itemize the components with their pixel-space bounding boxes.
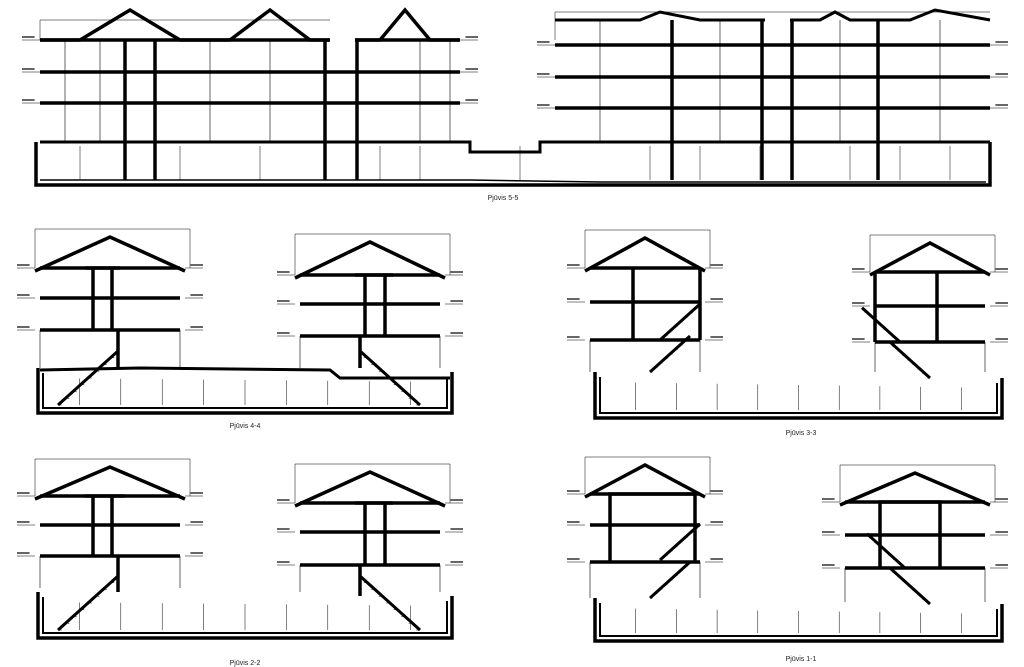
roof xyxy=(584,236,706,273)
dimension-frame xyxy=(39,19,330,40)
stair-core xyxy=(878,500,942,568)
section-3-3 xyxy=(567,229,1008,420)
basement-floor xyxy=(40,179,986,183)
caption-section-2-2: Pjūvis 2-2 xyxy=(229,660,261,667)
roof xyxy=(294,240,446,280)
tunnel-outline xyxy=(593,372,1004,420)
caption-section-1-1: Pjūvis 1-1 xyxy=(785,656,817,663)
tunnel-outline xyxy=(36,592,454,640)
dimension-frame xyxy=(294,463,451,503)
stair-core xyxy=(608,492,697,562)
roof xyxy=(294,470,446,508)
roof xyxy=(584,463,706,499)
foundation xyxy=(34,142,992,187)
dimension-frame xyxy=(839,464,996,502)
section-1-1 xyxy=(567,456,1008,643)
roof-slab xyxy=(355,7,460,42)
roof xyxy=(839,471,991,507)
caption-section-3-3: Pjūvis 3-3 xyxy=(785,430,817,437)
dimension-frame xyxy=(34,228,191,268)
tunnel-outline xyxy=(36,368,454,415)
dimension-frame xyxy=(34,458,191,496)
section-2-2 xyxy=(17,458,463,640)
roof-slab xyxy=(555,10,765,22)
dimension-frame xyxy=(554,11,990,40)
tunnel-inner xyxy=(599,377,998,414)
tunnel-inner xyxy=(42,597,448,634)
section-5-5 xyxy=(22,7,1008,187)
ramp-slab xyxy=(39,366,450,380)
basement-slab xyxy=(40,140,600,154)
dimension-frame xyxy=(584,456,711,494)
dimension-frame xyxy=(869,234,996,272)
tunnel-inner xyxy=(42,373,448,409)
roof-slab xyxy=(40,7,330,42)
tunnel-inner xyxy=(599,603,998,637)
dimension-frame xyxy=(294,233,451,275)
roof xyxy=(34,465,186,501)
caption-section-4-4: Pjūvis 4-4 xyxy=(229,423,261,430)
roof-slab xyxy=(790,8,991,22)
dimension-frame xyxy=(584,229,711,268)
roof xyxy=(34,235,186,273)
caption-section-5-5: Pjūvis 5-5 xyxy=(487,195,519,202)
roof xyxy=(869,241,991,277)
tunnel-outline xyxy=(593,598,1004,643)
section-4-4 xyxy=(17,228,463,415)
